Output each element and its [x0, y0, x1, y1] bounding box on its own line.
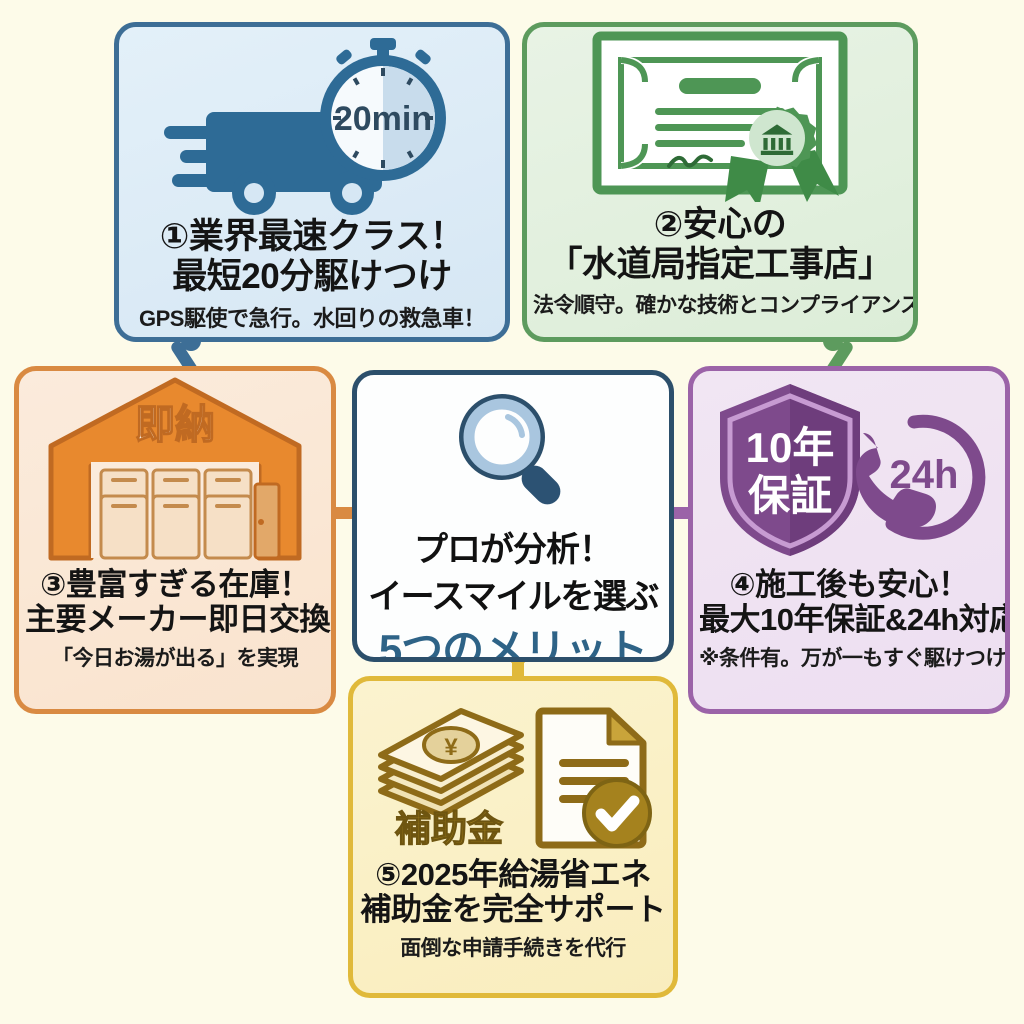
card3-text: ③豊富すぎる在庫！ 主要メーカー即日交換 「今日お湯が出る」を実現: [19, 567, 331, 680]
card3-headline-line2: 主要メーカー即日交換: [25, 602, 331, 638]
card1-headline-line1: ①業界最速クラス！: [159, 217, 465, 256]
card4-headline-line2: 最大10年保証&24h対応: [699, 602, 1010, 638]
card-warranty-support[interactable]: 10年 保証 24h ④施工後も安心！ 最大10年保証&24h対応 ※条件有。万…: [688, 366, 1010, 714]
card-certified-contractor[interactable]: ②安心の 「水道局指定工事店」 法令順守。確かな技術とコンプライアンス: [522, 22, 918, 342]
card5-headline-line1: ⑤2025年給湯省エネ: [375, 857, 651, 892]
certificate-seal-icon: [592, 31, 848, 202]
card1-headline-line2: 最短20分駆けつけ: [172, 256, 452, 296]
card2-artwork: [527, 27, 913, 205]
hub-artwork: [448, 387, 578, 520]
card-fastest-dispatch[interactable]: 20min ①業界最速クラス！ 最短20分駆けつけ GPS駆使で急行。水回りの救…: [114, 22, 510, 342]
card3-subtext: 「今日お湯が出る」を実現: [52, 646, 299, 670]
subsidy-badge-label: 補助金: [395, 808, 504, 849]
shield-phone-icon: 10年 保証 24h: [720, 384, 986, 556]
card4-headline-line1: ④施工後も安心！: [729, 567, 969, 602]
center-hub[interactable]: プロが分析！ イースマイルを選ぶ 5つのメリット: [352, 370, 674, 662]
hub-line3: 5つのメリット: [378, 626, 648, 662]
card2-headline-line1: ②安心の: [653, 205, 787, 244]
card4-subtext: ※条件有。万が一もすぐ駆けつけ: [699, 646, 1006, 670]
card4-artwork: 10年 保証 24h: [693, 371, 1005, 567]
phone-badge-label: 24h: [890, 453, 959, 497]
shield-badge-line1: 10年: [746, 424, 835, 471]
card2-subtext: 法令順守。確かな技術とコンプライアンス: [533, 293, 918, 317]
hub-line2: イースマイルを選ぶ: [368, 578, 659, 616]
warehouse-stock-icon: 即納: [48, 377, 302, 561]
card2-headline-line2: 「水道局指定工事店」: [547, 244, 893, 284]
card5-artwork: ¥ 補助金: [353, 681, 673, 857]
card3-headline-line1: ③豊富すぎる在庫！: [40, 567, 310, 602]
card4-text: ④施工後も安心！ 最大10年保証&24h対応 ※条件有。万が一もすぐ駆けつけ: [693, 567, 1005, 680]
delivery-truck-stopwatch-icon: 20min: [164, 37, 446, 215]
card-large-stock[interactable]: 即納 ③豊富すぎる在庫！ 主要メーカー即日交換 「今日お湯が出る」を実現: [14, 366, 336, 714]
stopwatch-badge-label: 20min: [334, 100, 432, 138]
card1-text: ①業界最速クラス！ 最短20分駆けつけ GPS駆使で急行。水回りの救急車！: [119, 217, 505, 337]
shield-badge-line2: 保証: [748, 472, 832, 519]
svg-text:¥: ¥: [444, 734, 458, 761]
card5-text: ⑤2025年給湯省エネ 補助金を完全サポート 面倒な申請手続きを代行: [353, 857, 673, 970]
subsidy-money-document-icon: ¥ 補助金: [378, 707, 652, 850]
card1-artwork: 20min: [119, 27, 505, 217]
card5-headline-line2: 補助金を完全サポート: [360, 892, 667, 928]
magnifying-glass-icon: [459, 394, 561, 505]
card-subsidy-support[interactable]: ¥ 補助金 ⑤2025年給湯省エネ 補助金を完全サポート 面倒な申請手続きを代行: [348, 676, 678, 998]
warehouse-badge-label: 即納: [135, 403, 215, 447]
card1-subtext: GPS駆使で急行。水回りの救急車！: [139, 305, 485, 331]
card3-artwork: 即納: [19, 371, 331, 567]
card5-subtext: 面倒な申請手続きを代行: [400, 936, 626, 960]
hub-line1: プロが分析！: [414, 531, 613, 569]
card2-text: ②安心の 「水道局指定工事店」 法令順守。確かな技術とコンプライアンス: [527, 205, 913, 327]
